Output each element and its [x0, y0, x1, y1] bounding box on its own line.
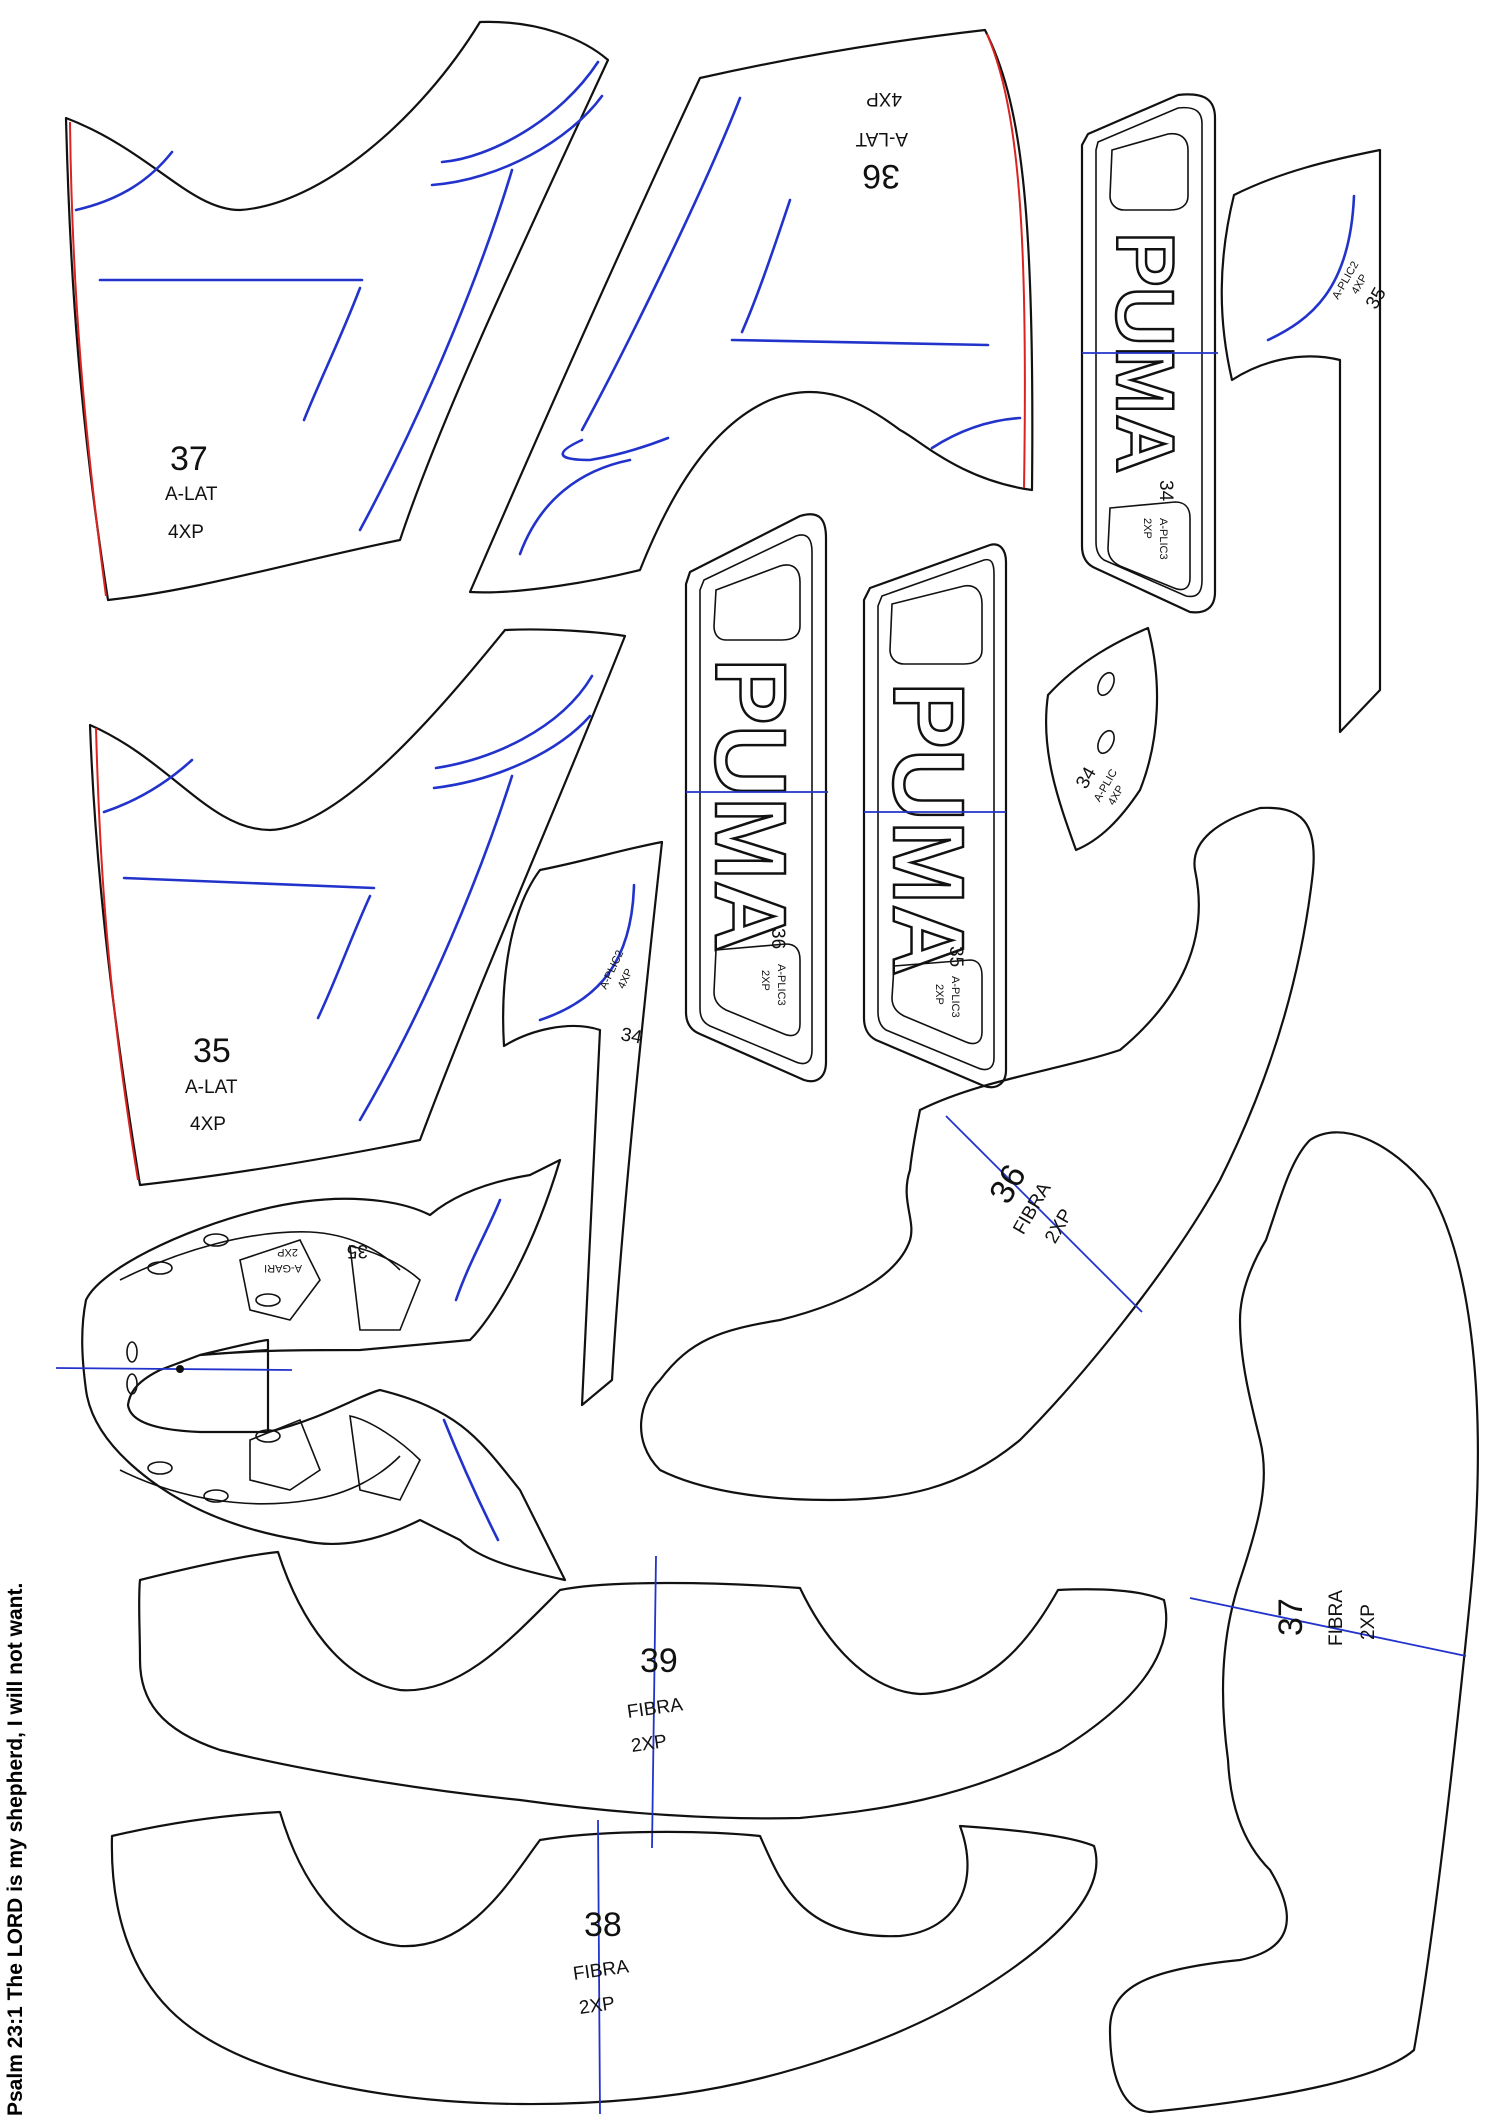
piece-36-logo[interactable]: PUMA 36 A-PLIC3 2XP	[684, 513, 828, 1083]
piece-39-fibra-number: 39	[640, 1642, 678, 1680]
piece-34-logo-number: 34	[1155, 480, 1176, 502]
piece-39-fibra-qty: 2XP	[630, 1731, 668, 1757]
piece-36-logo-number: 36	[767, 928, 788, 949]
piece-34-aplic2-qty: 4XP	[616, 967, 636, 991]
piece-37-fibra-name: FIBRA	[1326, 1590, 1347, 1646]
piece-36-alat-name: A-LAT	[855, 128, 908, 149]
piece-37-fibra[interactable]: 37 FIBRA 2XP	[1108, 1131, 1479, 2114]
piece-35-alat-qty: 4XP	[190, 1114, 226, 1135]
piece-34-aplic2[interactable]: A-PLIC2 4XP 34	[502, 840, 664, 1407]
piece-35-logo-qty: 2XP	[933, 984, 945, 1005]
piece-38-fibra-qty: 2XP	[578, 1993, 616, 2019]
piece-37-alat-number: 37	[170, 440, 208, 478]
piece-36-alat-qty: 4XP	[866, 88, 902, 109]
piece-37-alat[interactable]: 37 A-LAT 4XP	[64, 20, 610, 602]
piece-38-fibra[interactable]: 38 FIBRA 2XP	[110, 1810, 1098, 2115]
piece-37-alat-name: A-LAT	[165, 484, 218, 505]
piece-37-fibra-qty: 2XP	[1358, 1604, 1379, 1640]
piece-35-alat[interactable]: 35 A-LAT 4XP	[88, 628, 627, 1187]
piece-35-logo-text: PUMA	[872, 682, 984, 976]
piece-36-alat[interactable]: 36 A-LAT 4XP	[468, 28, 1034, 594]
piece-38-fibra-name: FIBRA	[572, 1956, 631, 1985]
piece-35-agari-name: A-GARI	[264, 1262, 302, 1274]
piece-35-logo-number: 35	[945, 946, 966, 967]
piece-39-fibra-name: FIBRA	[626, 1694, 685, 1723]
piece-35-agari[interactable]: A-GARI 2XP 35	[55, 1158, 567, 1582]
piece-36-logo-text: PUMA	[694, 658, 806, 952]
piece-38-fibra-number: 38	[584, 1906, 622, 1944]
piece-35-agari-number: 35	[347, 1240, 368, 1261]
piece-34-logo[interactable]: PUMA 34 A-PLIC3 2XP	[1080, 93, 1218, 614]
piece-35-agari-qty: 2XP	[277, 1246, 298, 1258]
piece-34-logo-name: A-PLIC3	[1157, 518, 1169, 560]
piece-34-aplic[interactable]: 34 A-PLIC 4XP	[1044, 626, 1159, 852]
piece-35-logo-name: A-PLIC3	[949, 976, 961, 1018]
piece-37-fibra-number: 37	[1272, 1598, 1310, 1636]
piece-37-alat-qty: 4XP	[168, 522, 204, 543]
piece-35-aplic2[interactable]: A-PLIC2 4XP 35	[1220, 148, 1396, 734]
piece-35-alat-number: 35	[193, 1032, 231, 1070]
piece-34-aplic2-number: 34	[619, 1024, 644, 1048]
piece-35-logo[interactable]: PUMA 35 A-PLIC3 2XP	[862, 543, 1008, 1089]
piece-36-logo-name: A-PLIC3	[775, 964, 787, 1006]
piece-35-alat-name: A-LAT	[185, 1077, 238, 1098]
piece-36-alat-number: 36	[862, 157, 900, 195]
piece-34-logo-qty: 2XP	[1141, 518, 1153, 539]
piece-39-fibra[interactable]: 39 FIBRA 2XP	[138, 1550, 1168, 1849]
piece-35-aplic2-number: 35	[1362, 284, 1391, 313]
piece-36-logo-qty: 2XP	[759, 970, 771, 991]
